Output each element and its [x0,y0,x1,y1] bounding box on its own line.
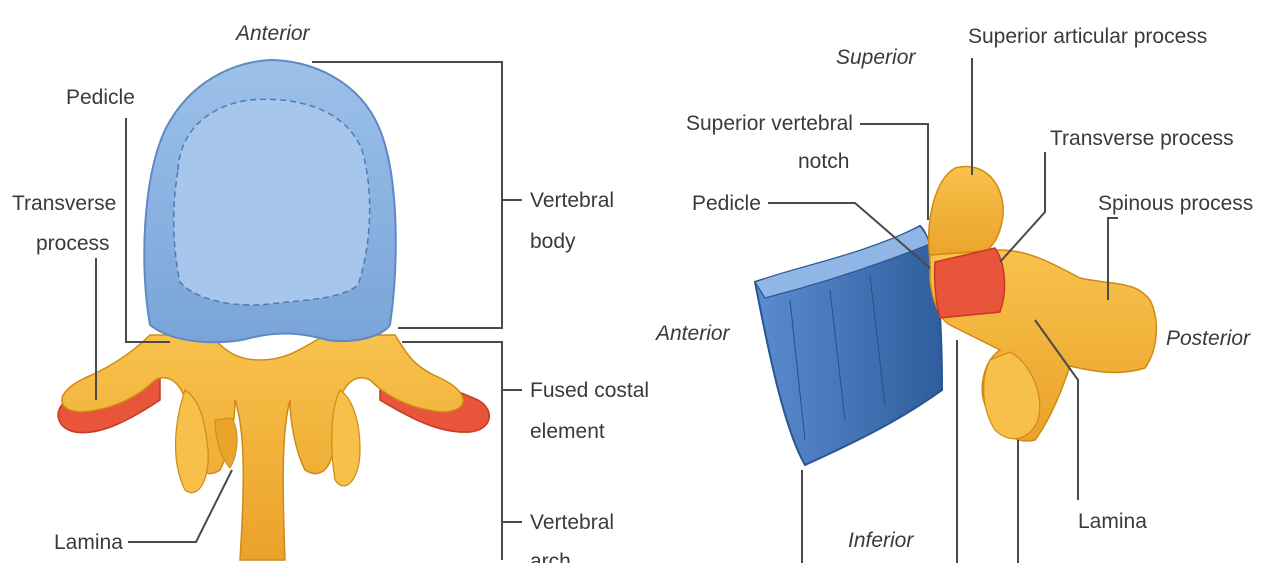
right-superior-articular-process [929,166,1003,260]
left-fused-costal-element-label-2: element [530,420,605,443]
right-superior-vertebral-notch-label-2: notch [798,150,849,173]
left-vertebra [58,60,489,560]
left-transverse-process-label-2: process [36,232,110,255]
leader-lamina-left [128,470,232,542]
right-superior-articular-process-label: Superior articular process [968,25,1207,48]
right-lamina-label: Lamina [1078,510,1147,533]
right-posterior-label: Posterior [1166,327,1251,350]
right-superior-vertebral-notch-label-1: Superior vertebral [686,112,853,135]
left-articular-detail-right [332,390,360,486]
left-vertebral-arch-label-2: arch [530,550,571,563]
right-anterior-label: Anterior [654,322,731,345]
left-vertebral-arch [62,335,463,560]
left-vertebral-body-label-1: Vertebral [530,189,614,212]
left-vertebral-body-label-2: body [530,230,576,253]
leader-superior-vertebral-notch [860,124,928,220]
right-pedicle-label: Pedicle [692,192,761,215]
left-vertebral-body-cancellous [174,99,370,305]
left-fused-costal-element-label-1: Fused costal [530,379,649,402]
right-spinous-process-label: Spinous process [1098,192,1253,215]
left-pedicle-label: Pedicle [66,86,135,109]
left-anterior-label: Anterior [234,22,311,45]
right-transverse-process-label: Transverse process [1050,127,1234,150]
right-superior-label: Superior [836,46,916,69]
right-vertebra [755,166,1156,465]
leader-transverse-process [1000,152,1045,262]
right-inferior-label: Inferior [848,529,914,552]
left-lamina-label: Lamina [54,531,123,554]
left-vertebral-arch-label-1: Vertebral [530,511,614,534]
left-transverse-process-label-1: Transverse [12,192,116,215]
